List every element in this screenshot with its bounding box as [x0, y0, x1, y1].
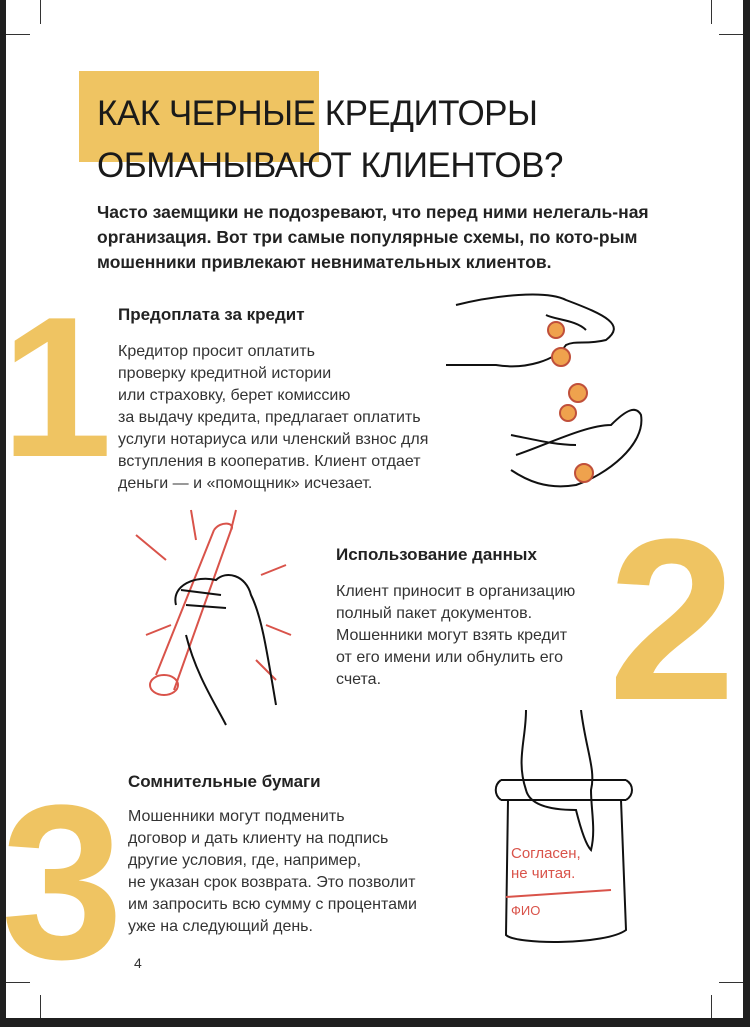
title-part: ОБМАНЫВАЮТ КЛИЕНТОВ? [97, 146, 563, 185]
section-documents: Сомнительные бумаги Мошенники могут подм… [128, 772, 417, 938]
crop-mark [40, 0, 41, 24]
section-text: Клиент приносит в организацию полный пак… [336, 583, 576, 688]
section-heading: Сомнительные бумаги [128, 772, 321, 791]
section-prepayment: Предоплата за кредит Кредитор просит опл… [118, 305, 428, 495]
crop-mark [711, 995, 712, 1018]
crop-mark [719, 982, 743, 983]
page-number: 4 [134, 955, 142, 971]
page-title: КАК ЧЕРНЫЕ КРЕДИТОРЫ ОБМАНЫВАЮТ КЛИЕНТОВ? [97, 88, 563, 192]
section-heading: Использование данных [336, 545, 537, 564]
section-number-2: 2 [608, 491, 736, 748]
crop-mark [719, 34, 743, 35]
section-data-use: Использование данных Клиент приносит в о… [336, 545, 575, 691]
section-number-3: 3 [6, 759, 124, 1005]
intro-text: Часто заемщики не подозревают, что перед… [97, 202, 649, 272]
crop-mark [6, 982, 30, 983]
section-number-1: 1 [6, 276, 113, 499]
title-highlight [79, 71, 319, 162]
hands-coins-illustration [446, 293, 643, 488]
section-heading: Предоплата за кредит [118, 305, 305, 324]
title-part: КРЕДИТОРЫ [315, 94, 538, 133]
section-text: Кредитор просит оплатить проверку кредит… [118, 343, 429, 492]
hand-scroll-illustration [135, 509, 292, 726]
document-text-line2: не читая. [511, 865, 575, 882]
crop-mark [6, 34, 30, 35]
signature-label: ФИО [511, 903, 540, 918]
page: КАК ЧЕРНЫЕ КРЕДИТОРЫ ОБМАНЫВАЮТ КЛИЕНТОВ?… [6, 0, 743, 1018]
crop-mark [711, 0, 712, 24]
crop-mark [40, 995, 41, 1018]
title-part: КАК ЧЕРНЫЕ [97, 94, 316, 133]
signed-document-illustration: Согласен, не читая. ФИО [494, 710, 633, 943]
document-text-line1: Согласен, [511, 845, 581, 862]
section-text: Мошенники могут подменить договор и дать… [128, 808, 417, 935]
